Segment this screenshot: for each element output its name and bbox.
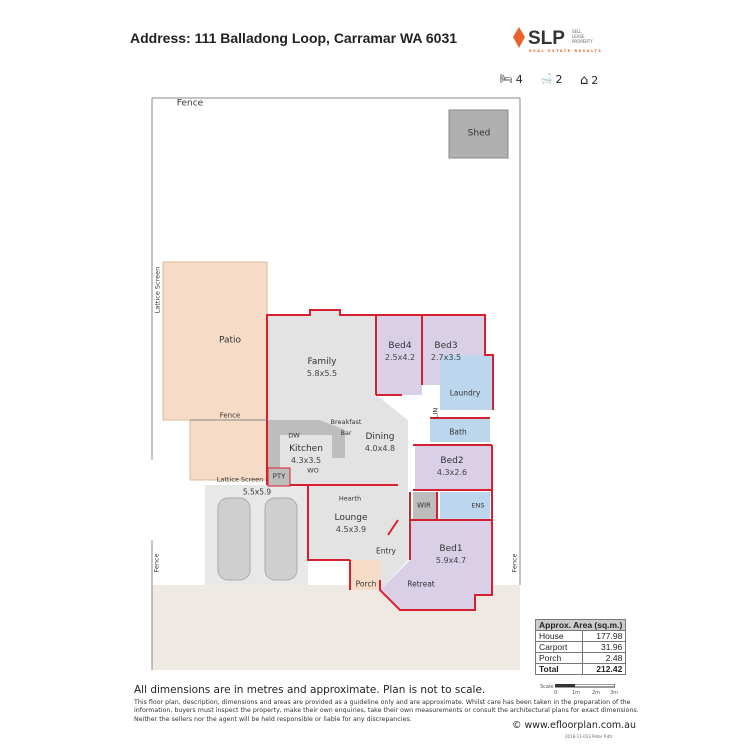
- breakfast-bar-label: Breakfast Bar: [330, 418, 362, 437]
- walls: [266, 309, 494, 611]
- patio: [162, 261, 268, 481]
- lattice-screen-label: Lattice Screen: [153, 266, 162, 314]
- svg-text:SLP: SLP: [528, 28, 565, 49]
- fence-label: Fence: [152, 553, 161, 573]
- room-wir: WIR: [417, 501, 431, 510]
- area-table-header: Approx. Area (sq.m.): [534, 619, 627, 631]
- svg-text:LEASE: LEASE: [572, 34, 585, 39]
- ensuite-room: [440, 492, 490, 520]
- room-ensuite: ENS: [471, 501, 485, 510]
- svg-text:PROPERTY: PROPERTY: [572, 39, 593, 44]
- bath-icon: 🛁: [540, 74, 553, 85]
- bathroom-count: 🛁2: [540, 73, 563, 86]
- fence-label: Fence: [176, 98, 204, 109]
- laundry-room: [440, 355, 493, 410]
- car-icon: [264, 497, 298, 581]
- dishwasher-label: DW: [288, 431, 300, 440]
- bed2-room: [415, 445, 492, 490]
- website-credit: © www.efloorplan.com.au: [512, 720, 637, 731]
- disclaimer: This floor plan, description, dimensions…: [134, 699, 639, 723]
- wall-oven-label: WO: [307, 466, 319, 475]
- fence-label: Fence: [510, 553, 519, 573]
- porch: [350, 560, 380, 590]
- car-icon: [217, 497, 251, 581]
- porch-label: Porch: [355, 579, 377, 589]
- retreat-label: Retreat: [407, 579, 435, 589]
- lattice-screen-label: Lattice Screen: [216, 475, 264, 484]
- garage-count: ⌂2: [580, 73, 599, 88]
- room-linen: LIN: [431, 407, 440, 419]
- property-address: Address: 111 Balladong Loop, Carramar WA…: [130, 30, 458, 46]
- shed: [448, 109, 509, 159]
- entry-label: Entry: [376, 546, 396, 556]
- room-laundry: Laundry: [449, 388, 481, 398]
- bath-room: [430, 418, 490, 442]
- svg-text:REAL ESTATE RESULTS: REAL ESTATE RESULTS: [529, 49, 602, 53]
- svg-text:SELL: SELL: [572, 29, 582, 34]
- kitchen-bench: [268, 420, 345, 470]
- room-bath: Bath: [449, 427, 467, 437]
- room-pantry: PTY: [272, 472, 286, 481]
- patio-label: Patio: [218, 335, 242, 346]
- hearth-label: Hearth: [338, 494, 362, 503]
- fence-label: Fence: [219, 411, 241, 420]
- garage-icon: ⌂: [580, 73, 589, 88]
- slp-logo: SLP SELL LEASE PROPERTY REAL ESTATE RESU…: [513, 27, 602, 53]
- bed4-room: [376, 316, 422, 395]
- carport-dimensions: 5.5x5.9: [242, 487, 272, 497]
- bedroom-count: 🛏4: [500, 73, 523, 86]
- shed-label: Shed: [467, 128, 491, 139]
- bed-icon: 🛏: [500, 74, 513, 85]
- dimensions-note: All dimensions are in metres and approxi…: [134, 684, 486, 696]
- wir-room: [413, 492, 437, 520]
- bed1-room: [380, 520, 492, 610]
- plan-stamp: 2018-11-013 Peter P.dtr: [565, 734, 613, 739]
